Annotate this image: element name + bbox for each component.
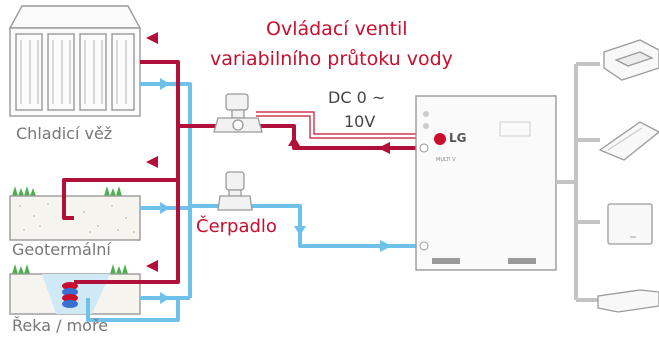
pump-label: Čerpadlo [196,216,277,237]
valve-title-line-1: Ovládací ventil [266,18,408,40]
geothermal-ground-icon [9,186,141,241]
signal-label-line-2: 10V [344,112,376,131]
ceiling-cassette-1way-icon [598,121,659,161]
river-sea-label: Řeka / moře [12,316,109,335]
flow-control-valve-icon [213,93,263,133]
supply-flow-arrows [146,32,390,272]
lg-logo-icon [434,133,446,145]
pump-icon [217,171,253,211]
river-sea-icon [9,264,141,315]
valve-title-line-2: variabilního průtoku vody [210,48,453,70]
outdoor-unit-icon [415,95,557,271]
unit-brand-label: LG [449,131,467,145]
cooling-tower-label: Chladicí věž [16,124,113,143]
wall-console-unit-icon [607,203,653,245]
ceiling-cassette-4way-icon [603,39,659,81]
unit-badge-label: MULTI V [436,157,456,163]
signal-label-line-1: DC 0 ~ [328,88,386,107]
return-flow-arrows [160,78,392,304]
control-signal-line [256,111,420,139]
indoor-unit-pipes [556,62,600,302]
geothermal-label: Geotermální [12,240,111,259]
cooling-tower-icon [8,5,142,117]
duct-unit-icon [597,289,659,313]
